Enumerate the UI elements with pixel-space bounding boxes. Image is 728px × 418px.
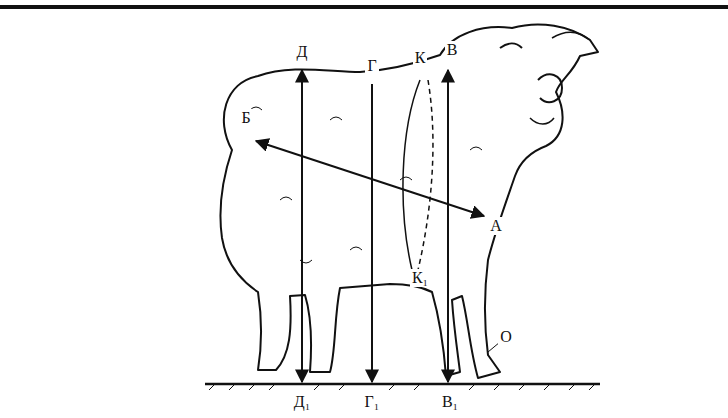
height-arrow [301,70,303,382]
height-arrow [371,84,373,382]
point-label: В₁ [440,393,460,411]
ground-line [205,383,600,386]
length-arrow [256,141,484,216]
point-label: Г₁ [363,393,382,411]
point-label: Г [365,57,378,75]
point-label: Д [295,43,310,61]
sheep-mouth [530,118,554,124]
point-label: К [413,49,428,67]
sheep-ear [552,32,590,40]
point-label: О [498,328,514,346]
point-label: В [445,41,460,59]
top-rule [0,5,728,9]
sheep-outline [220,24,598,378]
girth-line-dashed [418,80,433,270]
point-label: Д₁ [292,393,313,411]
sheep-eye [500,44,522,49]
sheep-nose [538,74,562,102]
point-label: А [488,217,504,235]
ground-hatch [209,384,595,390]
height-arrow [447,70,449,382]
girth-line [403,80,420,270]
point-label: Б [239,109,252,127]
point-label: К₁ [410,269,430,287]
